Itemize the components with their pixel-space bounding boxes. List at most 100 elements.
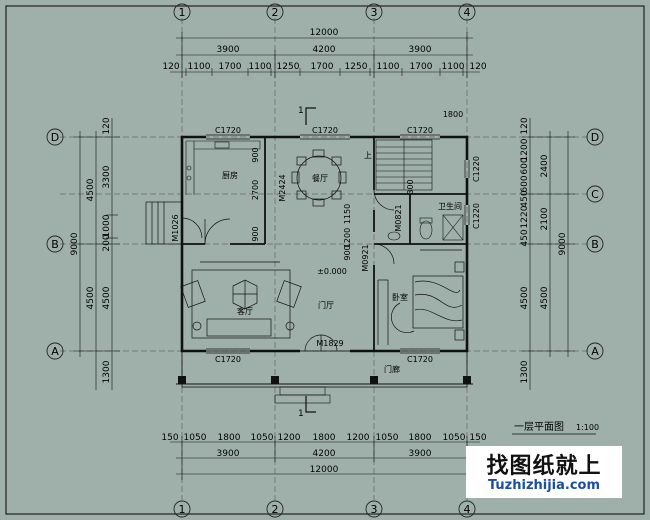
- logo-url: Tuzhizhijia.com: [487, 478, 601, 493]
- side-steps: [145, 201, 183, 245]
- dim-label-1200: 1200: [343, 228, 352, 248]
- dim-bottom-detail-4: 1050: [251, 433, 274, 443]
- dim-bottom-bay-1: 3900: [217, 449, 240, 459]
- dim-top-detail-3: 1700: [219, 62, 242, 72]
- dim-bottom-detail-8: 1050: [376, 433, 399, 443]
- dim-bottom-detail-11: 150: [469, 433, 486, 443]
- dim-top-detail-7: 1250: [345, 62, 368, 72]
- dim-left-outer-2: 4500: [86, 286, 96, 309]
- axis-row-c-right: C: [591, 188, 599, 201]
- window-label-bottom-left: C1720: [215, 355, 241, 364]
- dim-bottom-detail-10: 1050: [443, 433, 466, 443]
- bathroom-fixtures: [387, 214, 464, 241]
- axis-col-1-top: 1: [179, 6, 186, 19]
- kitchen-counter: [185, 140, 261, 195]
- dim-right-inner-2: 600: [520, 157, 530, 174]
- dim-label-900-b: 900: [251, 226, 260, 241]
- dim-top-detail-11: 120: [469, 62, 486, 72]
- axis-row-a-left: A: [51, 345, 59, 358]
- window-symbols: [206, 134, 470, 354]
- drawing-border: [5, 5, 645, 515]
- door-label-dining: M2424: [278, 174, 287, 201]
- dim-top-detail-9: 1700: [410, 62, 433, 72]
- dim-left-inner-1: 3300: [102, 165, 112, 188]
- living-furniture: [180, 261, 302, 339]
- watermark-logo: 找图纸就上 Tuzhizhijia.com: [466, 446, 622, 498]
- bedroom-bed: [377, 249, 465, 345]
- dim-top-detail-1: 120: [162, 62, 179, 72]
- window-label-right-2: C1220: [472, 203, 481, 229]
- drawing-scale: 1:100: [576, 423, 599, 432]
- dim-bottom-detail-1: 150: [161, 433, 178, 443]
- dim-top-detail-4: 1100: [249, 62, 272, 72]
- dim-right-inner-5: 1220: [520, 205, 530, 228]
- axis-row-b-left: B: [51, 238, 59, 251]
- bottom-dimension-lines: [170, 436, 480, 480]
- room-foyer: 门厅: [318, 300, 334, 310]
- dim-right-outer-1: 2400: [540, 154, 550, 177]
- floor-level-label: ±0.000: [317, 267, 347, 276]
- stair-up-label: 上: [364, 151, 372, 160]
- room-dining: 餐厅: [312, 174, 328, 183]
- window-label-top-mid: C1720: [312, 126, 338, 135]
- axis-col-4-top: 4: [464, 6, 471, 19]
- window-label-right-1: C1220: [472, 156, 481, 182]
- dim-label-300: 300: [406, 179, 415, 194]
- axis-col-3-bottom: 3: [371, 503, 378, 516]
- logo-name: 找图纸就上: [486, 454, 602, 479]
- room-bedroom: 卧室: [392, 292, 408, 302]
- dim-bottom-detail-3: 1800: [218, 433, 241, 443]
- dim-label-900-a: 900: [251, 147, 260, 162]
- dim-left-inner-2: 1000: [102, 214, 112, 237]
- window-label-top-left: C1720: [215, 126, 241, 135]
- window-label-top-right: C1720: [407, 126, 433, 135]
- dim-right-bottom: 1300: [520, 360, 530, 383]
- axis-row-b-right: B: [591, 238, 599, 251]
- room-kitchen: 厨房: [222, 170, 238, 180]
- dim-top-detail-6: 1700: [311, 62, 334, 72]
- dim-label-1800: 1800: [443, 110, 463, 119]
- axis-gridlines: [60, 18, 590, 500]
- dim-bottom-detail-9: 1800: [409, 433, 432, 443]
- door-swings: [181, 189, 395, 352]
- axis-row-d-left: D: [51, 131, 59, 144]
- dim-top-detail-5: 1250: [277, 62, 300, 72]
- dim-right-inner-7: 4500: [520, 286, 530, 309]
- room-living: 客厅: [237, 306, 253, 316]
- dim-right-top: 120: [520, 117, 530, 134]
- left-dimension-lines: [74, 118, 120, 390]
- window-label-bottom-right: C1720: [407, 355, 433, 364]
- dim-label-1150: 1150: [343, 204, 352, 224]
- axis-col-4-bottom: 4: [464, 503, 471, 516]
- dim-bottom-bay-2: 4200: [313, 449, 336, 459]
- dim-right-inner-6: 450: [520, 229, 530, 246]
- top-dimension-lines: [170, 32, 480, 78]
- dining-table: [291, 149, 347, 207]
- dim-label-900-c: 900: [343, 245, 352, 260]
- dim-right-inner-1: 1200: [520, 138, 530, 161]
- dim-bottom-detail-6: 1800: [313, 433, 336, 443]
- dim-top-bay-3: 3900: [409, 45, 432, 55]
- axis-row-a-right: A: [591, 345, 599, 358]
- dim-left-top: 120: [102, 117, 112, 134]
- dim-right-inner-4: 450: [520, 190, 530, 207]
- axis-row-d-right: D: [591, 131, 599, 144]
- dim-right-outer-3: 4500: [540, 286, 550, 309]
- dim-top-bay-1: 3900: [217, 45, 240, 55]
- dim-top-detail-2: 1100: [188, 62, 211, 72]
- dim-bottom-detail-2: 1050: [184, 433, 207, 443]
- door-label-bed: M0921: [361, 244, 370, 271]
- dim-left-inner-4: 4500: [102, 286, 112, 309]
- dim-bottom-detail-5: 1200: [278, 433, 301, 443]
- section-marker-top: 1: [298, 106, 304, 116]
- dim-top-detail-10: 1100: [442, 62, 465, 72]
- dim-top-total: 12000: [310, 28, 339, 38]
- axis-col-1-bottom: 1: [179, 503, 186, 516]
- room-wc: 卫生间: [438, 201, 462, 211]
- dim-bottom-total: 12000: [310, 465, 339, 475]
- dim-bottom-detail-7: 1200: [347, 433, 370, 443]
- room-porch: 门廊: [384, 364, 400, 374]
- dim-right-outer-2: 2100: [540, 207, 550, 230]
- staircase: [375, 139, 433, 191]
